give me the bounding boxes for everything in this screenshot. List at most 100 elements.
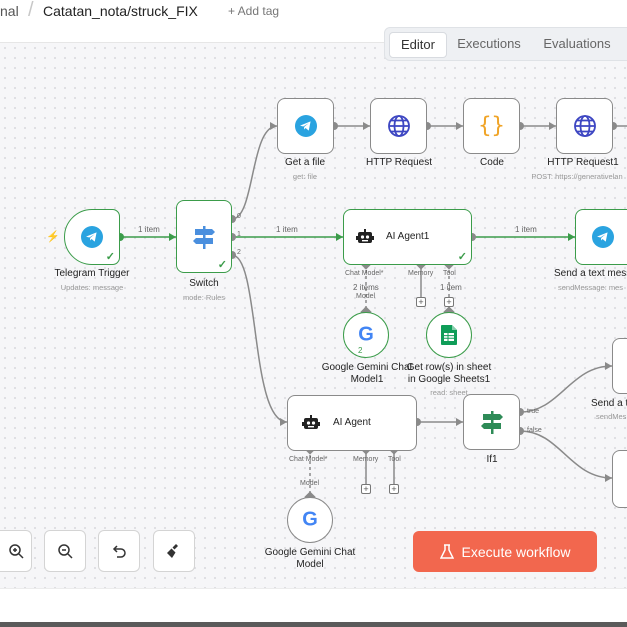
add-tag-button[interactable]: + Add tag [228,4,280,18]
success-check-icon: ✓ [105,251,115,263]
switch-output-0: 0 [237,213,241,220]
telegram-icon [81,226,103,248]
node-label: HTTP Request [366,157,432,168]
workflow-name[interactable]: Catatan_nota/struck_FIX [43,3,198,19]
node-switch[interactable]: ✓ [176,200,232,273]
tab-executions[interactable]: Executions [457,36,521,51]
node-code[interactable]: {} [463,98,520,154]
edge-label-agent1-send: 1 item [515,225,537,234]
node-label: Code [480,157,504,168]
globe-icon [573,115,596,137]
google-icon: G [358,323,374,346]
zoom-in-icon [9,544,24,559]
breadcrumb-separator: / [28,0,34,21]
add-memory-button[interactable]: + [361,484,371,494]
breadcrumb-parent[interactable]: nal [0,3,19,19]
node-gemini-chat-model[interactable]: G [287,497,333,543]
if-output-true: true [527,408,540,415]
add-tool-button[interactable]: + [444,297,454,307]
google-icon: G [302,508,318,531]
edge-label-switch-agent1: 1 item [276,225,298,234]
globe-icon [387,115,410,137]
execute-workflow-label: Execute workflow [461,543,571,560]
node-if1[interactable] [463,394,520,450]
tidy-up-button[interactable] [153,530,195,572]
telegram-icon [294,115,317,137]
node-false-branch[interactable] [612,450,627,508]
signpost-icon [193,225,215,249]
port-tool: Tool [388,456,401,463]
edge-label-model: Model [300,480,320,487]
node-label: Google Gemini Chat [264,547,356,558]
node-telegram-trigger[interactable]: ✓ [64,209,120,265]
undo-icon [112,545,126,558]
telegram-icon [592,226,614,248]
node-label: HTTP Request1 [547,157,619,168]
edge-label-trigger-switch: 1 item [138,225,160,234]
signpost-icon [480,411,503,434]
bottom-edge [0,622,627,627]
port-tool: Tool [443,270,456,277]
node-label: Google Gemini Chat [321,362,413,373]
edge-label-sheets: 1 item [440,283,462,292]
switch-output-1: 1 [237,231,241,238]
flask-icon [439,543,454,559]
bolt-icon: ⚡ [46,231,60,243]
node-subtitle: get: file [292,172,318,181]
zoom-out-button[interactable] [44,530,86,572]
node-subtitle: sendMessage: mes [558,283,624,292]
node-gemini-chat-model1[interactable]: G 2 [343,312,389,358]
edge-label-model1-items: 2 items [353,283,379,292]
edge-label-model1: Model [356,293,376,300]
broom-icon [167,544,178,558]
node-ai-agent[interactable]: AI Agent [287,395,417,451]
node-label-line2: in Google Sheets1 [407,374,491,385]
zoom-out-icon [58,544,73,559]
node-label: AI Agent [333,417,371,428]
port-memory: Memory [408,270,434,277]
success-check-icon: ✓ [457,251,467,263]
node-label: Switch [189,278,219,289]
node-subtitle: sendMes [596,412,627,421]
node-get-a-file[interactable] [277,98,334,154]
add-tool-button[interactable]: + [389,484,399,494]
node-http-request[interactable] [370,98,427,154]
undo-button[interactable] [98,530,140,572]
port-memory: Memory [353,456,379,463]
node-label-line2: Model1 [350,374,384,385]
add-memory-button[interactable]: + [416,297,426,307]
node-label: Get row(s) in sheet [406,362,492,373]
node-label-line2: Model [296,559,324,570]
node-label: Send a t [591,398,627,409]
bottom-panel [0,588,627,623]
execute-workflow-button[interactable]: Execute workflow [413,531,597,572]
node-send-text-message[interactable] [575,209,627,265]
node-send-a-t[interactable] [612,338,627,394]
port-chat-model: Chat Model* [345,270,384,277]
switch-output-2: 2 [237,249,241,256]
node-subtitle: mode: Rules [182,293,226,302]
robot-icon [356,229,374,243]
node-http-request1[interactable] [556,98,613,154]
if-output-false: false [527,427,542,434]
node-label: Send a text mess [554,268,627,279]
port-chat-model: Chat Model* [289,456,328,463]
view-tabs: Editor Executions Evaluations [384,27,627,61]
node-label: If1 [486,454,498,465]
top-bar: nal / Catatan_nota/struck_FIX + Add tag [0,0,627,43]
node-subtitle: read: sheet [430,388,468,397]
node-google-sheets[interactable] [426,312,472,358]
sheets-icon [441,325,457,345]
node-subtitle: Updates: message [60,283,124,292]
code-braces-icon: {} [478,113,505,139]
run-count-badge: 2 [358,346,363,355]
node-ai-agent1[interactable]: AI Agent1 ✓ [343,209,472,265]
robot-icon [302,415,320,429]
node-label: Telegram Trigger [54,268,130,279]
node-subtitle: POST: https://generativelan [531,172,623,181]
tab-evaluations[interactable]: Evaluations [543,36,611,51]
success-check-icon: ✓ [217,259,227,271]
zoom-in-button[interactable] [0,530,32,572]
tab-editor[interactable]: Editor [389,32,447,58]
node-label: AI Agent1 [386,231,430,242]
